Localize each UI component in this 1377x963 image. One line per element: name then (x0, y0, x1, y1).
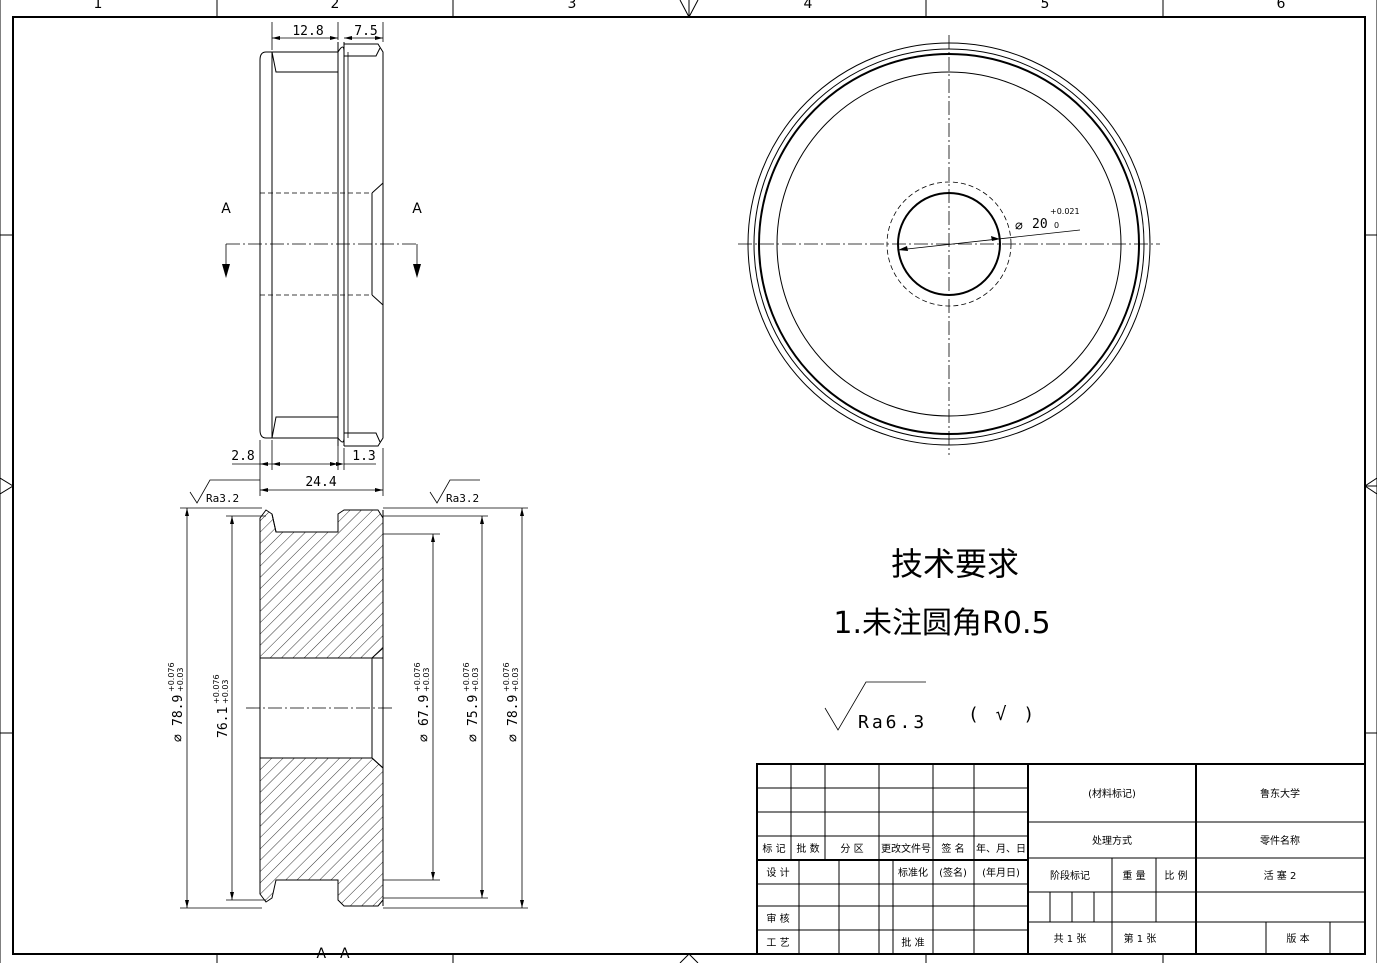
tb-approve: 批 准 (901, 936, 924, 949)
dim-dia-67-9: 67.9 (417, 695, 432, 726)
tb-col-docno: 更改文件号 (881, 842, 931, 855)
roughness-left: Ra3.2 (206, 492, 239, 505)
section-view-dimensions: ∅ 78.9 +0.076 +0.03 76.1 +0.076 +0.03 ∅ … (167, 507, 528, 909)
end-view: ∅ 20 +0.021 0 (738, 35, 1160, 455)
side-view (226, 42, 418, 447)
requirement-item-1: 1.未注圆角R0.5 (833, 606, 1050, 641)
tb-stage-mark: 阶段标记 (1050, 869, 1090, 882)
tb-scale: 比 例 (1164, 869, 1187, 882)
dim-dia-75-9: 75.9 (466, 695, 481, 726)
zone-number: 5 (1041, 0, 1050, 12)
requirements-title: 技术要求 (891, 545, 1019, 583)
zone-numbers: 1 2 3 4 5 6 (94, 0, 1286, 12)
dim-dia-outer-right: 78.9 (506, 695, 521, 726)
title-block: 标 记 批 数 分 区 更改文件号 签 名 年、月、日 设 计 标准化 (签名)… (756, 763, 1366, 955)
section-label-right: A (412, 201, 422, 217)
tol-lower: +0.03 (471, 667, 480, 692)
roughness-general: Ra6.3 (858, 712, 927, 733)
tb-process: 工 艺 (766, 937, 789, 949)
tb-part-name: 活 塞 2 (1264, 869, 1297, 882)
tb-standardize: 标准化 (898, 866, 928, 879)
tb-material: (材料标记) (1088, 787, 1136, 800)
technical-requirements: 技术要求 1.未注圆角R0.5 (833, 545, 1050, 641)
zone-number: 6 (1277, 0, 1286, 12)
tol-lower: +0.03 (221, 679, 230, 704)
section-label-left: A (221, 201, 231, 217)
tb-date-fmt: (年月日) (982, 866, 1020, 879)
tol-lower: +0.03 (511, 667, 520, 692)
tol-upper: +0.076 (413, 662, 422, 692)
tb-university: 鲁东大学 (1260, 787, 1300, 800)
general-roughness: Ra6.3 ( √ ) (824, 681, 1037, 733)
dim-7-5: 7.5 (354, 24, 377, 39)
tol-lower: +0.03 (176, 667, 185, 692)
tb-sheet-no: 第 1 张 (1124, 932, 1157, 945)
tol-upper: +0.076 (167, 662, 176, 692)
diameter-symbol: ∅ (466, 734, 481, 742)
tb-col-sign: 签 名 (941, 842, 964, 855)
tb-col-zone: 分 区 (840, 843, 863, 855)
dim-bore: 20 (1032, 217, 1048, 232)
side-view-dimensions: 12.8 7.5 2.8 1.3 24.4 (231, 22, 384, 496)
tol-lower: +0.03 (422, 667, 431, 692)
dim-12-8: 12.8 (292, 24, 323, 39)
roughness-marks: Ra3.2 Ra3.2 (189, 479, 480, 505)
section-view (246, 509, 392, 907)
zone-number: 4 (804, 0, 813, 12)
diameter-symbol: ∅ (171, 734, 186, 742)
bore-tol-lower: 0 (1054, 221, 1059, 230)
section-cut-marks: A A (221, 201, 422, 278)
tb-design: 设 计 (766, 866, 789, 879)
tol-upper: +0.076 (502, 662, 511, 692)
tb-col-mark: 标 记 (762, 843, 785, 855)
tb-version: 版 本 (1286, 932, 1309, 945)
tb-signed: (签名) (939, 866, 967, 879)
roughness-general-paren: ( √ ) (968, 704, 1037, 725)
tol-upper: +0.076 (212, 674, 221, 704)
tb-weight: 重 量 (1122, 869, 1145, 882)
dim-24-4: 24.4 (305, 475, 336, 490)
dim-dia-76-1: 76.1 (216, 707, 231, 738)
bore-tol-upper: +0.021 (1050, 207, 1080, 216)
zone-number: 3 (568, 0, 577, 12)
tb-review: 审 核 (766, 912, 789, 925)
roughness-right: Ra3.2 (446, 492, 479, 505)
tb-col-date: 年、月、日 (976, 842, 1026, 855)
diameter-symbol: ∅ (1015, 219, 1023, 234)
tol-upper: +0.076 (462, 662, 471, 692)
tb-treatment: 处理方式 (1092, 834, 1132, 847)
diameter-symbol: ∅ (506, 734, 521, 742)
tb-part-name-label: 零件名称 (1260, 834, 1300, 847)
dim-2-8: 2.8 (231, 449, 254, 464)
dim-dia-outer-left: 78.9 (171, 695, 186, 726)
section-title: A - A (316, 946, 350, 962)
zone-number: 2 (331, 0, 340, 12)
zone-number: 1 (94, 0, 103, 12)
diameter-symbol: ∅ (417, 734, 432, 742)
tb-sheets-total: 共 1 张 (1054, 933, 1087, 945)
tb-col-count: 批 数 (796, 842, 819, 855)
dim-1-3: 1.3 (352, 449, 375, 464)
